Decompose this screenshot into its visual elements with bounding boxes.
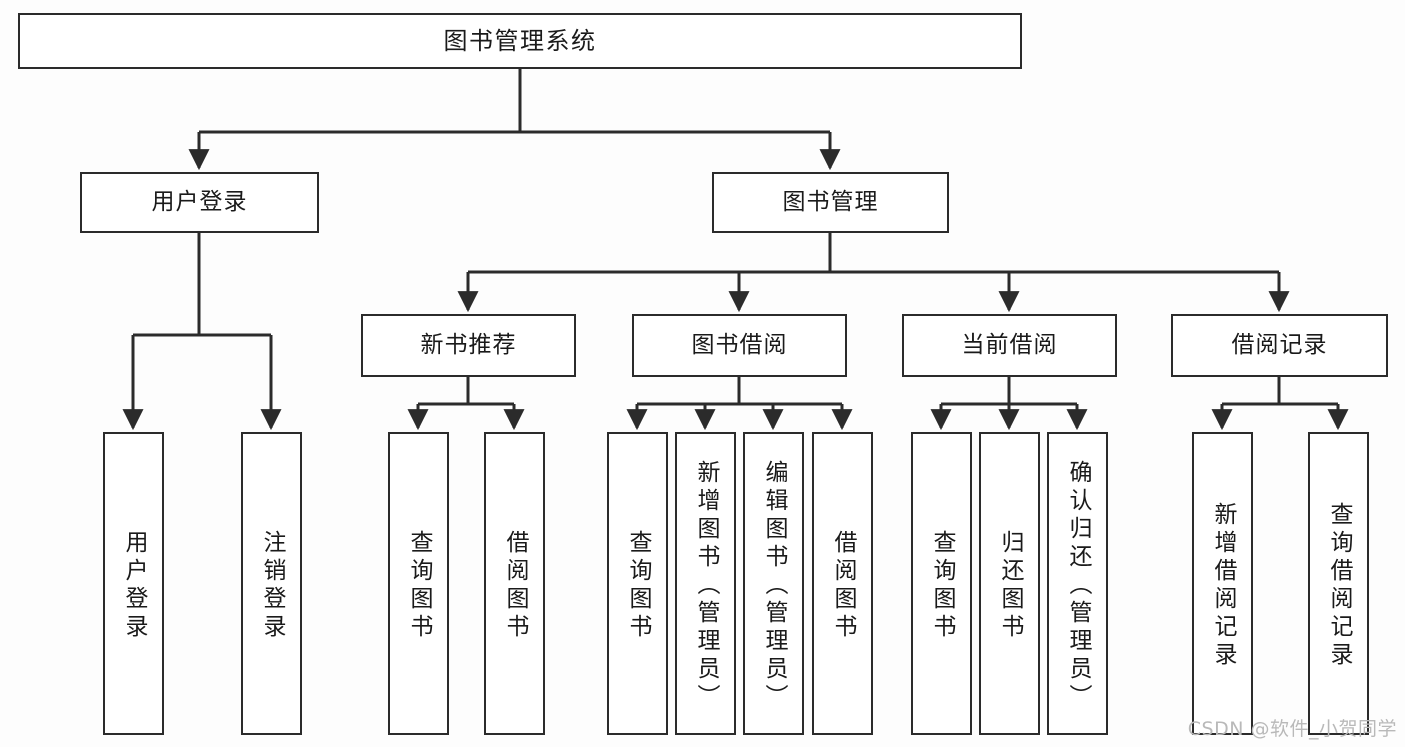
node-label: 查询图书	[406, 529, 432, 642]
node-user-login[interactable]: 用户登录	[80, 172, 319, 233]
node-label: 查询图书	[625, 529, 651, 642]
leaf-user-login-signout[interactable]: 注销登录	[241, 432, 302, 735]
node-label: 确认归还（管理员）	[1065, 459, 1091, 712]
node-label: 新书推荐	[420, 331, 517, 358]
leaf-new-book-borrow[interactable]: 借阅图书	[484, 432, 545, 735]
node-book-management[interactable]: 图书管理	[712, 172, 949, 233]
leaf-current-return-book[interactable]: 归还图书	[979, 432, 1040, 735]
node-label: 查询借阅记录	[1326, 501, 1352, 670]
leaf-current-query-book[interactable]: 查询图书	[911, 432, 972, 735]
node-book-borrow[interactable]: 图书借阅	[632, 314, 847, 377]
node-label: 注销登录	[259, 529, 285, 642]
node-label: 当前借阅	[961, 331, 1058, 358]
leaf-borrow-borrow-book[interactable]: 借阅图书	[812, 432, 873, 735]
leaf-borrow-add-book-admin[interactable]: 新增图书（管理员）	[675, 432, 736, 735]
node-label: 用户登录	[121, 529, 147, 642]
node-label: 借阅记录	[1231, 331, 1328, 358]
node-label: 新增图书（管理员）	[693, 459, 719, 712]
node-label: 图书管理	[782, 188, 879, 215]
leaf-borrow-edit-book-admin[interactable]: 编辑图书（管理员）	[743, 432, 804, 735]
node-root-system[interactable]: 图书管理系统	[18, 13, 1022, 69]
node-label: 用户登录	[151, 188, 248, 215]
leaf-record-query-record[interactable]: 查询借阅记录	[1308, 432, 1369, 735]
node-label: 借阅图书	[830, 529, 856, 642]
node-label: 查询图书	[929, 529, 955, 642]
node-current-borrow[interactable]: 当前借阅	[902, 314, 1117, 377]
node-borrow-record[interactable]: 借阅记录	[1171, 314, 1388, 377]
node-label: 图书管理系统	[443, 26, 597, 55]
node-label: 图书借阅	[691, 331, 788, 358]
node-label: 借阅图书	[502, 529, 528, 642]
leaf-current-confirm-return-admin[interactable]: 确认归还（管理员）	[1047, 432, 1108, 735]
leaf-user-login-signin[interactable]: 用户登录	[103, 432, 164, 735]
node-label: 编辑图书（管理员）	[761, 459, 787, 712]
node-label: 新增借阅记录	[1210, 501, 1236, 670]
node-label: 归还图书	[997, 529, 1023, 642]
leaf-record-add-record[interactable]: 新增借阅记录	[1192, 432, 1253, 735]
leaf-borrow-query-book[interactable]: 查询图书	[607, 432, 668, 735]
node-new-book-recommend[interactable]: 新书推荐	[361, 314, 576, 377]
leaf-new-book-query[interactable]: 查询图书	[388, 432, 449, 735]
